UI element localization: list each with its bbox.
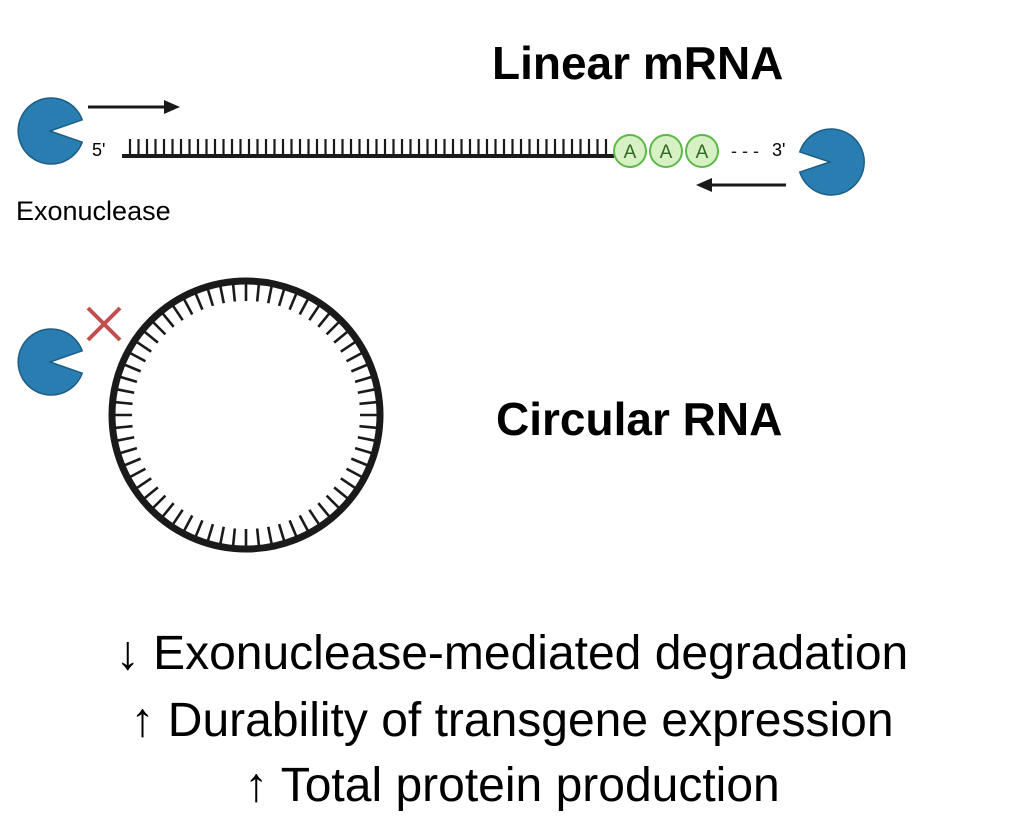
nucleotide-tick <box>152 494 167 509</box>
nucleotide-tick <box>194 293 204 311</box>
nucleotide-tick <box>340 341 356 353</box>
nucleotide-tick <box>115 400 133 406</box>
nucleotide-tick <box>298 298 309 316</box>
nucleotide-tick <box>172 305 184 321</box>
nucleotide-tick <box>194 519 204 537</box>
nucleotide-tick <box>136 477 152 489</box>
nucleotide-tick <box>152 321 167 336</box>
arrow-left-icon <box>696 178 786 192</box>
nucleotide-tick <box>161 312 175 328</box>
nucleotide-tick <box>219 286 226 304</box>
nucleotide-tick <box>161 502 175 518</box>
nucleotide-tick <box>117 435 135 442</box>
poly-a-tail: A A A - - - <box>613 134 759 168</box>
nucleotide-tick <box>357 435 375 442</box>
linear-rna-strand <box>122 139 614 158</box>
nucleotide-tick <box>333 330 349 344</box>
nucleotide-tick <box>345 467 363 478</box>
nucleotide-tick <box>317 312 331 328</box>
nucleotide-tick <box>136 341 152 353</box>
nucleotide-tick <box>317 502 331 518</box>
nucleotide-tick <box>206 523 215 541</box>
nucleotide-tick <box>308 305 320 321</box>
nucleotide-tick <box>219 526 226 544</box>
nucleotide-tick <box>359 424 377 430</box>
nucleotide-tick <box>288 519 298 537</box>
nucleotide-tick <box>183 514 194 532</box>
nucleotide-tick <box>350 457 368 467</box>
nucleotide-tick <box>340 477 356 489</box>
linear-mrna-title: Linear mRNA <box>492 37 784 89</box>
effect-protein-production: ↑ Total protein production <box>244 759 780 812</box>
nucleotide-tick <box>206 289 215 307</box>
poly-a-bead: A <box>685 134 719 168</box>
nucleotide-tick <box>143 486 159 500</box>
poly-a-letter: A <box>696 142 709 163</box>
nucleotide-tick <box>129 352 147 363</box>
nucleotide-tick <box>333 486 349 500</box>
nucleotide-tick <box>325 494 340 509</box>
nucleotide-tick <box>345 352 363 363</box>
nucleotide-tick <box>143 330 159 344</box>
nucleotide-tick <box>120 446 138 455</box>
nucleotide-tick <box>124 457 142 467</box>
linear-rna-ticks <box>128 139 608 156</box>
circular-rna-title: Circular RNA <box>496 393 783 445</box>
circular-rna <box>108 277 384 553</box>
exonuclease-5prime-icon <box>17 97 84 165</box>
nucleotide-tick <box>298 514 309 532</box>
poly-a-dashes: - - - <box>731 141 759 161</box>
effect-durability: ↑ Durability of transgene expression <box>130 694 894 747</box>
nucleotide-tick <box>288 293 298 311</box>
nucleotide-tick <box>277 523 286 541</box>
poly-a-letter: A <box>660 142 673 163</box>
nucleotide-tick <box>231 528 237 546</box>
exonuclease-blocked-icon <box>17 328 84 396</box>
nucleotide-tick <box>266 286 273 304</box>
nucleotide-tick <box>359 400 377 406</box>
nucleotide-tick <box>325 321 340 336</box>
three-prime-label: 3' <box>772 140 786 160</box>
nucleotide-tick <box>350 363 368 373</box>
circular-rna-backbone <box>108 277 384 553</box>
nucleotide-tick <box>277 289 286 307</box>
nucleotide-tick <box>308 509 320 525</box>
effect-degradation: ↓ Exonuclease-mediated degradation <box>115 627 909 680</box>
nucleotide-tick <box>115 424 133 430</box>
nucleotide-tick <box>231 284 237 302</box>
nucleotide-tick <box>255 528 261 546</box>
nucleotide-tick <box>354 375 372 384</box>
exonuclease-3prime-icon <box>798 128 865 196</box>
nucleotide-tick <box>357 388 375 395</box>
nucleotide-tick <box>255 284 261 302</box>
poly-a-bead: A <box>649 134 683 168</box>
poly-a-bead: A <box>613 134 647 168</box>
nucleotide-tick <box>183 298 194 316</box>
nucleotide-tick <box>117 388 135 395</box>
nucleotide-tick <box>124 363 142 373</box>
nucleotide-tick <box>266 526 273 544</box>
nucleotide-tick <box>129 467 147 478</box>
five-prime-label: 5' <box>92 140 106 160</box>
nucleotide-tick <box>172 509 184 525</box>
exonuclease-label: Exonuclease <box>16 196 171 226</box>
poly-a-letter: A <box>624 142 637 163</box>
nucleotide-tick <box>354 446 372 455</box>
arrow-right-icon <box>88 100 180 114</box>
blocked-x-icon <box>86 306 122 342</box>
circular-rna-ticks <box>115 284 377 546</box>
nucleotide-tick <box>120 375 138 384</box>
